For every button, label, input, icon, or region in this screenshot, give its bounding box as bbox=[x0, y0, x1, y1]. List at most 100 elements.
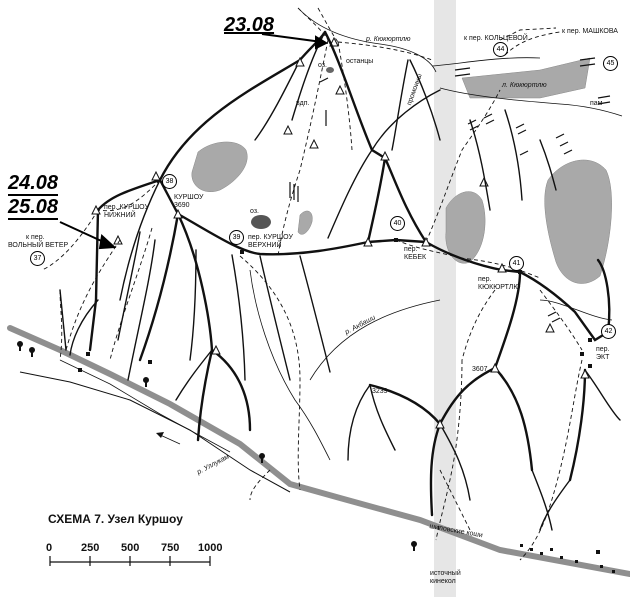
lake-upper bbox=[326, 67, 334, 73]
pass-icon bbox=[240, 250, 244, 254]
tree-icons bbox=[17, 341, 417, 551]
tent-icon bbox=[329, 36, 339, 47]
glacier-left bbox=[191, 141, 248, 192]
label-line: пер. bbox=[596, 346, 610, 353]
summit-icon bbox=[490, 362, 500, 373]
trails bbox=[41, 7, 583, 561]
settlement-marks bbox=[78, 352, 615, 573]
summit-icon bbox=[335, 84, 345, 95]
label-vdp: вдп. bbox=[296, 100, 310, 107]
summit-icon bbox=[309, 138, 319, 149]
summit-icon bbox=[497, 262, 507, 273]
summit-icon bbox=[380, 150, 390, 161]
label-glacier-kyukyurtlyu: л. Кюкюртлю bbox=[502, 82, 547, 89]
label-istochny: источный кинекол bbox=[430, 570, 461, 586]
scale-tick-250: 250 bbox=[81, 542, 100, 554]
label-line: источный bbox=[430, 570, 461, 577]
scale-tick-500: 500 bbox=[121, 542, 140, 554]
date-arrows bbox=[59, 33, 329, 250]
glacier-kyukyurtlyu bbox=[461, 57, 591, 99]
tent-icon bbox=[113, 234, 123, 245]
route-marker-38: 38 bbox=[162, 174, 177, 189]
pass-marks bbox=[240, 238, 592, 342]
summit-icon bbox=[421, 236, 431, 247]
label-line: ВОЛЬНЫЙ ВЕТЕР bbox=[8, 242, 69, 249]
label-line: ЭКТ bbox=[596, 354, 610, 361]
scale-tick-750: 750 bbox=[161, 542, 180, 554]
route-marker-37: 37 bbox=[30, 251, 45, 266]
label-pam: пам bbox=[590, 100, 603, 107]
tent-icon bbox=[283, 124, 293, 135]
date-label-25-08: 25.08 bbox=[8, 196, 59, 220]
map-caption: СХЕМА 7. Узел Куршоу bbox=[48, 512, 183, 526]
route-marker-42: 42 bbox=[601, 324, 616, 339]
route-marker-41: 41 bbox=[509, 256, 524, 271]
label-pass-kebek: пер. КЕБЕК bbox=[404, 246, 426, 262]
route-marker-45: 45 bbox=[603, 56, 618, 71]
label-line: кинекол bbox=[430, 578, 456, 585]
label-line: 3690 bbox=[174, 202, 190, 209]
label-line: пер. bbox=[478, 276, 492, 283]
lake-kurshou bbox=[251, 215, 271, 229]
road-edge-2 bbox=[59, 359, 231, 453]
glacier-center bbox=[445, 191, 486, 264]
label-pass-ekt: пер. ЭКТ bbox=[596, 346, 610, 362]
ullukam-flow-head bbox=[156, 432, 164, 438]
label-pass-koltsevoy: к пер. КОЛЬЦЕВОЙ bbox=[464, 35, 528, 42]
summit-icon bbox=[91, 204, 101, 215]
label-pass-mashkova: к пер. МАШКОВА bbox=[562, 28, 618, 35]
route-marker-39: 39 bbox=[229, 230, 244, 245]
date-label-23-08: 23.08 bbox=[224, 14, 275, 36]
label-line: пер. КУРШОУ bbox=[104, 204, 149, 211]
summit-icon bbox=[173, 208, 183, 219]
summit-icon bbox=[151, 170, 161, 181]
label-peak-3239: 3239 bbox=[372, 388, 388, 395]
summit-icon bbox=[580, 368, 590, 379]
scale-bar bbox=[49, 556, 211, 566]
label-peak-3607: 3607 bbox=[472, 366, 488, 373]
hatches bbox=[289, 57, 611, 323]
label-lake-kurshou: оз. bbox=[250, 208, 259, 215]
label-line: пер. КУРШОУ bbox=[248, 234, 293, 241]
label-line: пер. bbox=[404, 246, 418, 253]
scan-fold bbox=[434, 0, 456, 597]
route-marker-40: 40 bbox=[390, 216, 405, 231]
label-peak-kurshou-3690: КУРШОУ 3690 bbox=[174, 194, 203, 210]
label-line: НИЖНИЙ bbox=[104, 212, 136, 219]
tent-icon bbox=[479, 176, 489, 187]
label-line: к пер. bbox=[26, 234, 45, 241]
tent-icon bbox=[545, 322, 555, 333]
summit-icon bbox=[295, 56, 305, 67]
glaciers bbox=[191, 57, 612, 284]
road-edge bbox=[19, 371, 291, 493]
glacier-small bbox=[297, 210, 313, 235]
bivouac-marks bbox=[113, 36, 555, 333]
streams bbox=[249, 9, 623, 461]
route-marker-44: 44 bbox=[493, 42, 508, 57]
label-pass-kurshou-verkhniy: пер. КУРШОУ ВЕРХНИЙ bbox=[248, 234, 293, 250]
label-line: ВЕРХНИЙ bbox=[248, 242, 282, 249]
label-pass-kyukyurtlyu: пер. КЮКЮРТЛЮ bbox=[478, 276, 520, 292]
label-pass-volny-veter: к пер. ВОЛЬНЫЙ ВЕТЕР bbox=[8, 234, 68, 250]
pass-icon bbox=[588, 338, 592, 342]
summit-icon bbox=[363, 236, 373, 247]
pass-icon bbox=[394, 238, 398, 242]
summit-icon bbox=[435, 418, 445, 429]
summit-icon bbox=[211, 344, 221, 355]
date-label-24-08: 24.08 bbox=[8, 172, 59, 196]
label-river-kyukyurtlyu-top: р. Кюкюртлю bbox=[366, 36, 411, 43]
label-lake-top: оз. bbox=[318, 62, 327, 69]
pass-icon bbox=[518, 270, 522, 274]
label-line: КЕБЕК bbox=[404, 254, 427, 261]
label-pass-kurshou-nizhniy: пер. КУРШОУ НИЖНИЙ bbox=[104, 204, 149, 220]
label-ostantsy: останцы bbox=[346, 58, 374, 65]
label-line: КЮКЮРТЛЮ bbox=[478, 284, 521, 291]
label-line: КУРШОУ bbox=[174, 194, 204, 201]
scale-tick-1000: 1000 bbox=[198, 542, 223, 554]
summit-marks bbox=[91, 56, 590, 429]
ridges bbox=[88, 30, 611, 517]
road bbox=[7, 325, 630, 577]
scale-tick-0: 0 bbox=[46, 542, 53, 554]
glacier-right bbox=[544, 159, 612, 284]
